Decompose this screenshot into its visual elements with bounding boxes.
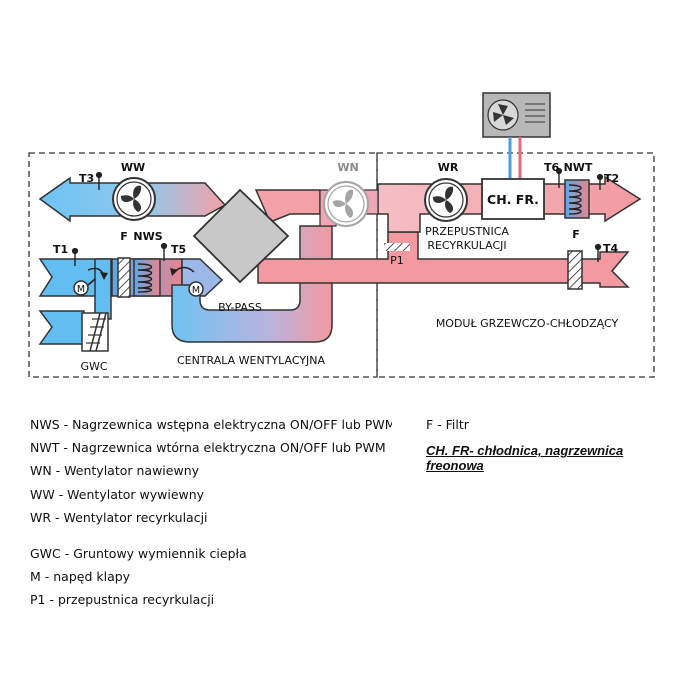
legend-item-p1: P1 - przepustnica recyrkulacji	[30, 592, 215, 608]
gwc-duct	[38, 310, 85, 345]
legend-item-wr: WR - Wentylator recyrkulacji	[30, 509, 208, 525]
legend-list: NWS - Nagrzewnica wstępna elektryczna ON…	[30, 413, 392, 529]
t2-label: T2	[604, 172, 619, 185]
legend-item-nwt: NWT - Nagrzewnica wtórna elektryczna ON/…	[30, 440, 386, 456]
wr-label: WR	[438, 161, 459, 174]
bypass-label: BY-PASS	[218, 301, 262, 314]
heat-exchanger	[192, 188, 290, 284]
throttle-p1	[384, 243, 410, 251]
filter-left-label: F	[120, 230, 128, 243]
gwc-riser	[94, 258, 112, 320]
chfr-label: CH. FR.	[487, 192, 539, 207]
outdoor-unit	[482, 92, 551, 138]
legend-item-ww: WW - Wentylator wywiewny	[30, 486, 205, 502]
chfr-note: CH. FR- chłodnica, nagrzewnica freonowa	[426, 443, 623, 473]
ventilation-diagram: CH. FR. M M	[28, 92, 655, 378]
bypass-duct	[171, 225, 333, 343]
chfr-note-line-1: CH. FR- chłodnica, nagrzewnica	[426, 443, 624, 459]
freon-coil-box	[481, 178, 545, 220]
t6-label: T6	[544, 161, 560, 174]
wn-label: WN	[337, 161, 358, 174]
module-label: MODUŁ GRZEWCZO-CHŁODZĄCY	[436, 317, 619, 330]
gwc-exchanger	[81, 312, 109, 352]
damper-m-label-right: M	[192, 285, 200, 296]
throttle-caption-1: PRZEPUSTNICA	[425, 225, 509, 238]
legend-item-nws: NWS - Nagrzewnica wstępna elektryczna ON…	[30, 417, 392, 432]
t5-label: T5	[171, 243, 186, 256]
supply-fan-wn	[323, 181, 369, 227]
legend-item-m: M - napęd klapy	[30, 569, 131, 585]
legend-item-wn: WN - Wentylator nawiewny	[30, 463, 200, 479]
damper-actuator-right	[170, 266, 204, 297]
nws-label: NWS	[133, 230, 162, 243]
throttle-caption-2: RECYRKULACJI	[427, 239, 506, 252]
t1-label: T1	[53, 243, 68, 256]
damper-m-label-left: M	[77, 284, 85, 295]
sensor-pins	[71, 167, 604, 266]
filter-right	[567, 250, 583, 290]
preheater-nws	[133, 258, 161, 297]
legend-item-filter: F - Filtr	[426, 417, 469, 432]
legend-right: F - Filtr CH. FR- chłodnica, nagrzewnica…	[426, 413, 623, 473]
recirculation-fan-wr	[424, 178, 468, 222]
chfr-note-line-2: freonowa	[426, 458, 484, 474]
nwt-label: NWT	[564, 161, 593, 174]
gwc-label: GWC	[80, 360, 107, 373]
damper-actuator-left	[73, 267, 108, 296]
exhaust-fan-ww	[112, 177, 156, 221]
central-unit-label: CENTRALA WENTYLACYJNA	[177, 354, 326, 367]
legend-item-gwc: GWC - Gruntowy wymiennik ciepła	[30, 546, 247, 561]
secondary-heater-nwt	[564, 179, 590, 219]
legend-list-2: GWC - Gruntowy wymiennik ciepła M - napę…	[30, 542, 247, 612]
t4-label: T4	[603, 242, 619, 255]
t3-label: T3	[79, 172, 94, 185]
ww-label: WW	[121, 161, 145, 174]
filter-left	[117, 257, 131, 298]
filter-right-label: F	[572, 228, 580, 241]
p1-label: P1	[390, 254, 404, 267]
